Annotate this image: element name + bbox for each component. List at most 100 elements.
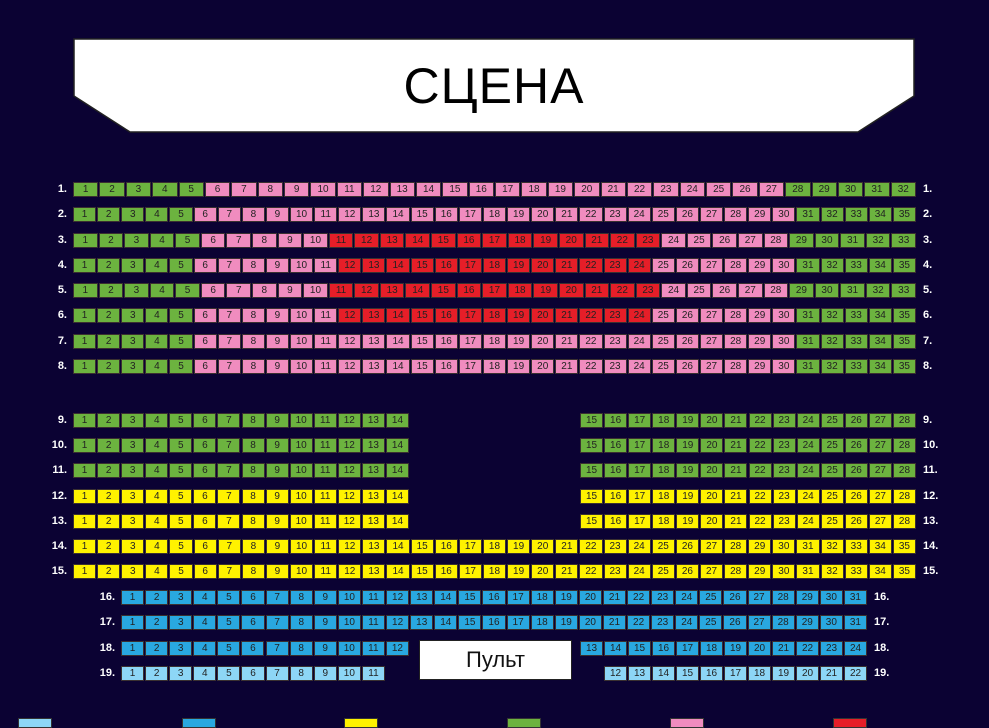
seat[interactable]: 13 [362,207,386,222]
seat[interactable]: 4 [152,182,178,197]
seat[interactable]: 12 [338,334,362,349]
seat[interactable]: 1 [73,438,97,453]
seat[interactable]: 7 [217,334,241,349]
seat[interactable]: 2 [97,564,121,579]
seat[interactable]: 13 [362,334,386,349]
seat[interactable]: 21 [584,233,610,248]
seat[interactable]: 24 [796,438,820,453]
seat[interactable]: 34 [868,308,892,323]
seat[interactable]: 26 [723,615,747,630]
seat[interactable]: 29 [748,308,772,323]
seat[interactable]: 4 [145,359,169,374]
seat[interactable]: 5 [175,233,200,248]
seat[interactable]: 24 [627,308,651,323]
seat[interactable]: 8 [289,590,313,605]
seat[interactable]: 30 [772,359,796,374]
seat[interactable]: 29 [748,539,772,554]
seat[interactable]: 10 [290,258,314,273]
seat[interactable]: 19 [547,182,574,197]
seat[interactable]: 27 [699,334,724,349]
seat[interactable]: 3 [169,590,193,605]
seat[interactable]: 1 [73,539,97,554]
seat[interactable]: 8 [241,539,265,554]
seat[interactable]: 26 [844,438,868,453]
seat[interactable]: 6 [193,438,217,453]
seat[interactable]: 16 [482,615,506,630]
seat[interactable]: 21 [555,207,579,222]
seat[interactable]: 34 [868,258,892,273]
seat[interactable]: 28 [724,308,748,323]
seat[interactable]: 6 [241,641,265,656]
seat[interactable]: 33 [844,359,868,374]
seat[interactable]: 22 [610,233,635,248]
seat[interactable]: 12 [385,641,409,656]
seat[interactable]: 29 [748,258,772,273]
seat[interactable]: 31 [796,308,820,323]
seat[interactable]: 12 [386,615,410,630]
seat[interactable]: 12 [337,463,361,478]
seat[interactable]: 29 [811,182,837,197]
seat[interactable]: 18 [482,207,507,222]
seat[interactable]: 14 [386,334,410,349]
seat[interactable]: 18 [521,182,547,197]
seat[interactable]: 20 [700,438,724,453]
seat[interactable]: 27 [868,463,892,478]
seat[interactable]: 10 [289,489,313,504]
seat[interactable]: 30 [772,539,796,554]
seat[interactable]: 10 [289,463,313,478]
seat[interactable]: 21 [555,564,579,579]
seat[interactable]: 4 [145,413,169,428]
seat[interactable]: 4 [145,564,169,579]
seat[interactable]: 15 [458,615,482,630]
seat[interactable]: 32 [820,334,844,349]
seat[interactable]: 9 [265,413,289,428]
seat[interactable]: 17 [482,283,507,298]
seat[interactable]: 24 [627,334,651,349]
seat[interactable]: 26 [675,258,699,273]
seat[interactable]: 3 [121,564,145,579]
seat[interactable]: 28 [892,438,916,453]
seat[interactable]: 15 [410,308,434,323]
seat[interactable]: 14 [386,539,410,554]
seat[interactable]: 10 [290,359,314,374]
seat[interactable]: 13 [379,233,405,248]
seat[interactable]: 2 [97,258,121,273]
seat[interactable]: 25 [820,489,844,504]
seat[interactable]: 25 [820,514,844,529]
seat[interactable]: 8 [241,359,265,374]
seat[interactable]: 16 [434,308,458,323]
seat[interactable]: 23 [772,463,796,478]
seat[interactable]: 21 [584,283,610,298]
seat[interactable]: 21 [724,463,748,478]
seat[interactable]: 4 [145,489,169,504]
seat[interactable]: 17 [458,539,482,554]
seat[interactable]: 18 [530,615,554,630]
seat[interactable]: 24 [796,514,820,529]
seat[interactable]: 8 [289,615,313,630]
seat[interactable]: 11 [313,489,337,504]
seat[interactable]: 23 [603,359,627,374]
seat[interactable]: 20 [700,463,724,478]
seat[interactable]: 3 [121,438,145,453]
seat[interactable]: 3 [121,413,145,428]
seat[interactable]: 30 [819,615,843,630]
seat[interactable]: 15 [580,489,604,504]
seat[interactable]: 22 [796,641,819,656]
seat[interactable]: 1 [73,283,98,298]
seat[interactable]: 26 [675,334,699,349]
seat[interactable]: 19 [507,334,531,349]
seat[interactable]: 5 [169,413,193,428]
seat[interactable]: 30 [814,283,840,298]
seat[interactable]: 19 [554,590,578,605]
seat[interactable]: 25 [699,615,723,630]
seat[interactable]: 2 [97,334,121,349]
seat[interactable]: 28 [724,359,748,374]
seat[interactable]: 31 [840,233,865,248]
seat[interactable]: 18 [652,438,676,453]
seat[interactable]: 34 [868,207,892,222]
seat[interactable]: 12 [604,666,627,681]
seat[interactable]: 7 [226,233,252,248]
seat[interactable]: 16 [456,233,482,248]
seat[interactable]: 8 [241,514,265,529]
seat[interactable]: 23 [772,514,796,529]
